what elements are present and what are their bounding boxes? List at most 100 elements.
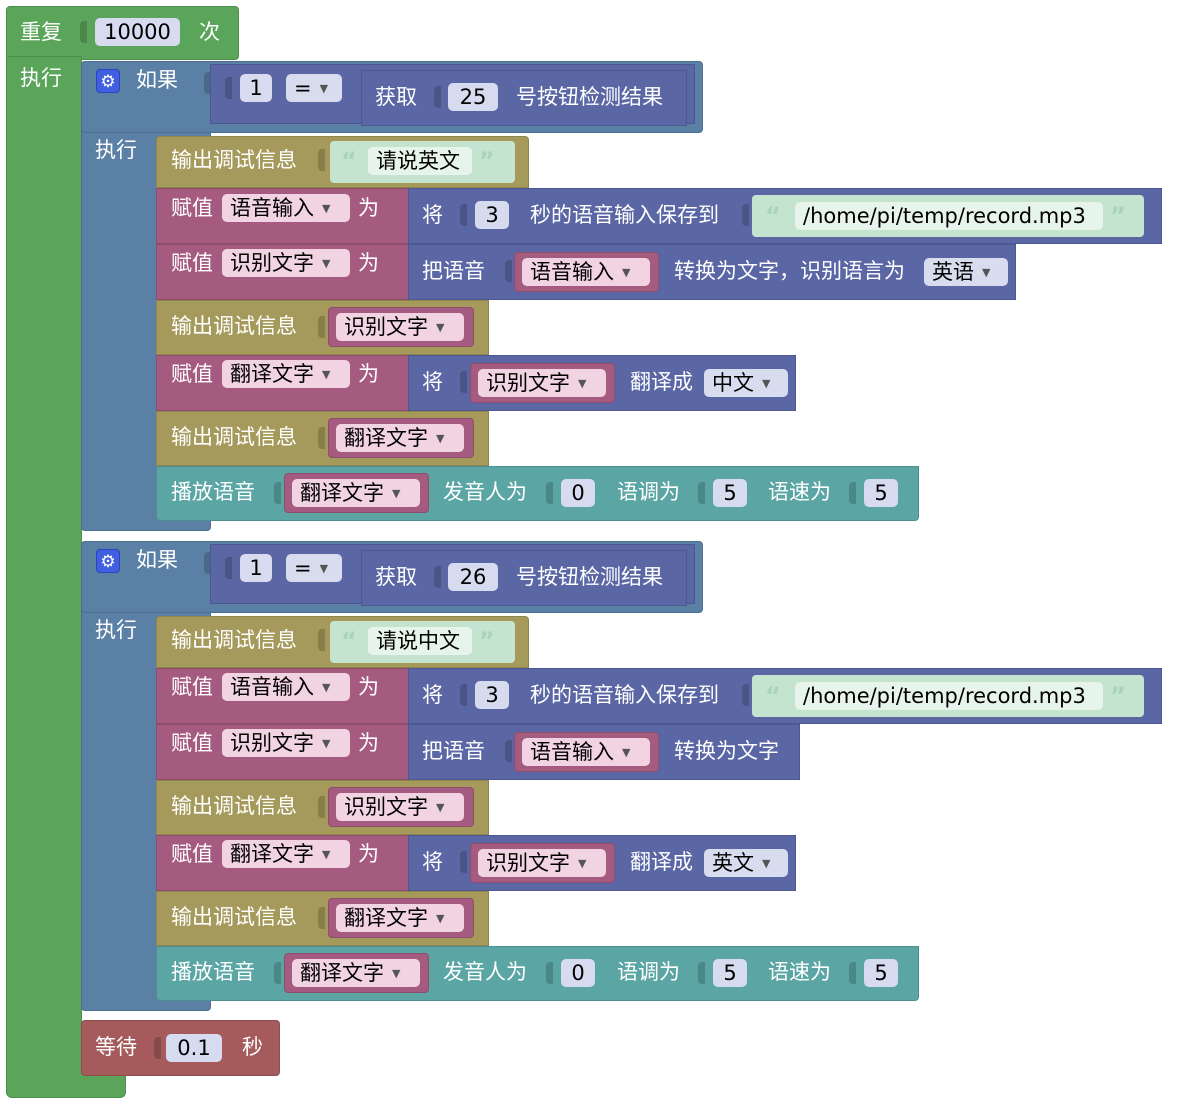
chevron-down-icon: ▼: [322, 257, 331, 270]
wait-seconds-field[interactable]: 0.1: [166, 1034, 222, 1062]
translate-src-dropdown-1[interactable]: 识别文字▼: [478, 369, 606, 397]
lang-value: 英语: [932, 260, 974, 284]
jiang-label: 将: [422, 850, 443, 874]
loop-do-label: 执行: [20, 66, 62, 90]
debug-var-dropdown-1c[interactable]: 翻译文字▼: [336, 424, 464, 452]
translate-label: 翻译成: [630, 370, 693, 394]
play-label: 播放语音: [171, 480, 255, 504]
language-dropdown-1[interactable]: 英语 ▼: [924, 258, 1008, 286]
path-socket: [742, 204, 749, 226]
lang-value: 英文: [712, 851, 754, 875]
speaker-label: 发音人为: [443, 480, 527, 504]
speech-to-text-block-1[interactable]: [408, 244, 1016, 300]
var-dropdown-recognized-text-2[interactable]: 识别文字▼: [222, 729, 350, 757]
chevron-down-icon: ▼: [322, 681, 331, 694]
speed-socket: [849, 962, 856, 984]
speed-field-2[interactable]: 5: [864, 959, 898, 987]
ba-label: 把语音: [422, 259, 485, 283]
count-socket: [80, 21, 87, 43]
button-no-socket: [434, 566, 441, 588]
chevron-down-icon: ▼: [392, 487, 401, 500]
get-button-block-2[interactable]: [361, 550, 687, 606]
speaker-label: 发音人为: [443, 960, 527, 984]
open-quote-icon: “: [341, 147, 357, 175]
play-speech-block-2[interactable]: [156, 946, 919, 1001]
left-value-socket: [225, 557, 232, 579]
tone-socket: [698, 962, 705, 984]
gear-icon[interactable]: ⚙: [96, 69, 120, 93]
target-language-dropdown-2[interactable]: 英文 ▼: [704, 849, 788, 877]
debug-var-dropdown-2b[interactable]: 识别文字▼: [336, 793, 464, 821]
operator-dropdown-1[interactable]: =▼: [286, 74, 342, 102]
voice-socket: [505, 740, 512, 762]
repeat-count-field[interactable]: 10000: [95, 18, 180, 46]
get-button-block-1[interactable]: [361, 70, 687, 126]
tone-field-2[interactable]: 5: [713, 959, 747, 987]
debug-text-field-1a[interactable]: 请说英文: [368, 147, 472, 175]
var-dropdown-translated-text-1[interactable]: 翻译文字▼: [222, 360, 350, 388]
button-number-field-1[interactable]: 25: [448, 83, 498, 111]
var-dropdown-voice-input-1[interactable]: 语音输入▼: [222, 194, 350, 222]
record-seconds-field-2[interactable]: 3: [475, 681, 509, 709]
speed-field-1[interactable]: 5: [864, 479, 898, 507]
chevron-down-icon: ▼: [436, 912, 445, 925]
save-label: 秒的语音输入保存到: [530, 683, 719, 707]
record-path-field-1[interactable]: /home/pi/temp/record.mp3: [795, 202, 1103, 230]
speaker-field-2[interactable]: 0: [561, 959, 595, 987]
operator-dropdown-2[interactable]: =▼: [286, 554, 342, 582]
chevron-down-icon: ▼: [982, 266, 991, 279]
var-socket: [460, 371, 467, 393]
play-label: 播放语音: [171, 960, 255, 984]
chevron-down-icon: ▼: [762, 857, 771, 870]
if-1-label: 如果: [136, 68, 178, 92]
button-number-field-2[interactable]: 26: [448, 563, 498, 591]
var-dropdown-recognized-text-1[interactable]: 识别文字▼: [222, 249, 350, 277]
text-socket: [318, 629, 325, 651]
if-2-do-label: 执行: [95, 618, 137, 642]
assign-to-label: 为: [358, 842, 379, 866]
tone-label: 语调为: [617, 480, 680, 504]
var-name: 语音输入: [530, 740, 614, 764]
var-name: 语音输入: [530, 260, 614, 284]
src-var-dropdown-2[interactable]: 语音输入▼: [522, 738, 650, 766]
jiang-label: 将: [422, 203, 443, 227]
target-language-dropdown-1[interactable]: 中文▼: [704, 369, 788, 397]
chevron-down-icon: ▼: [319, 562, 329, 575]
ba-label: 把语音: [422, 739, 485, 763]
play-var-dropdown-2[interactable]: 翻译文字▼: [292, 959, 420, 987]
assign-label: 赋值: [171, 731, 213, 755]
assign-label: 赋值: [171, 362, 213, 386]
record-path-field-2[interactable]: /home/pi/temp/record.mp3: [795, 682, 1103, 710]
chevron-down-icon: ▼: [436, 801, 445, 814]
close-quote-icon: ”: [479, 147, 495, 175]
debug-var-dropdown-2c[interactable]: 翻译文字▼: [336, 904, 464, 932]
var-name: 语音输入: [230, 675, 314, 699]
compare-left-value-2[interactable]: 1: [240, 554, 272, 582]
chevron-down-icon: ▼: [436, 321, 445, 334]
assign-to-label: 为: [358, 196, 379, 220]
debug-var-dropdown-1b[interactable]: 识别文字▼: [336, 313, 464, 341]
debug-text-field-2a[interactable]: 请说中文: [368, 627, 472, 655]
compare-left-value-1[interactable]: 1: [240, 74, 272, 102]
play-speech-block-1[interactable]: [156, 466, 919, 521]
gear-icon[interactable]: ⚙: [96, 549, 120, 573]
voice-socket: [505, 260, 512, 282]
lang-value: 中文: [712, 371, 754, 395]
path-socket: [742, 684, 749, 706]
button-suffix-label: 号按钮检测结果: [516, 85, 663, 109]
tone-field-1[interactable]: 5: [713, 479, 747, 507]
play-var-dropdown-1[interactable]: 翻译文字▼: [292, 479, 420, 507]
speed-label: 语速为: [768, 960, 831, 984]
assign-label: 赋值: [171, 842, 213, 866]
speaker-field-1[interactable]: 0: [561, 479, 595, 507]
button-suffix-label: 号按钮检测结果: [516, 565, 663, 589]
var-dropdown-translated-text-2[interactable]: 翻译文字▼: [222, 840, 350, 868]
translate-src-dropdown-2[interactable]: 识别文字▼: [478, 849, 606, 877]
src-var-dropdown-1[interactable]: 语音输入▼: [522, 258, 650, 286]
wait-block[interactable]: [81, 1020, 280, 1076]
debug-label: 输出调试信息: [171, 794, 297, 818]
var-socket: [460, 851, 467, 873]
chevron-down-icon: ▼: [436, 432, 445, 445]
var-dropdown-voice-input-2[interactable]: 语音输入 ▼: [222, 673, 350, 701]
record-seconds-field-1[interactable]: 3: [475, 201, 509, 229]
